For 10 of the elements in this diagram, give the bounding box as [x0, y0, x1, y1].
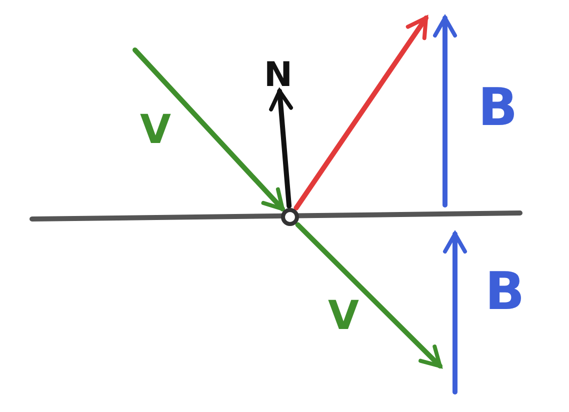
arrow — [295, 222, 442, 368]
vector-label: B — [485, 266, 525, 318]
vector-label: V — [328, 296, 359, 336]
arrow — [132, 48, 286, 212]
vector-label: N — [264, 58, 292, 92]
vector-label: V — [140, 110, 171, 150]
point-marker — [281, 208, 299, 226]
arrow — [269, 88, 293, 209]
vector-label: B — [478, 82, 518, 134]
arrow — [294, 16, 428, 210]
